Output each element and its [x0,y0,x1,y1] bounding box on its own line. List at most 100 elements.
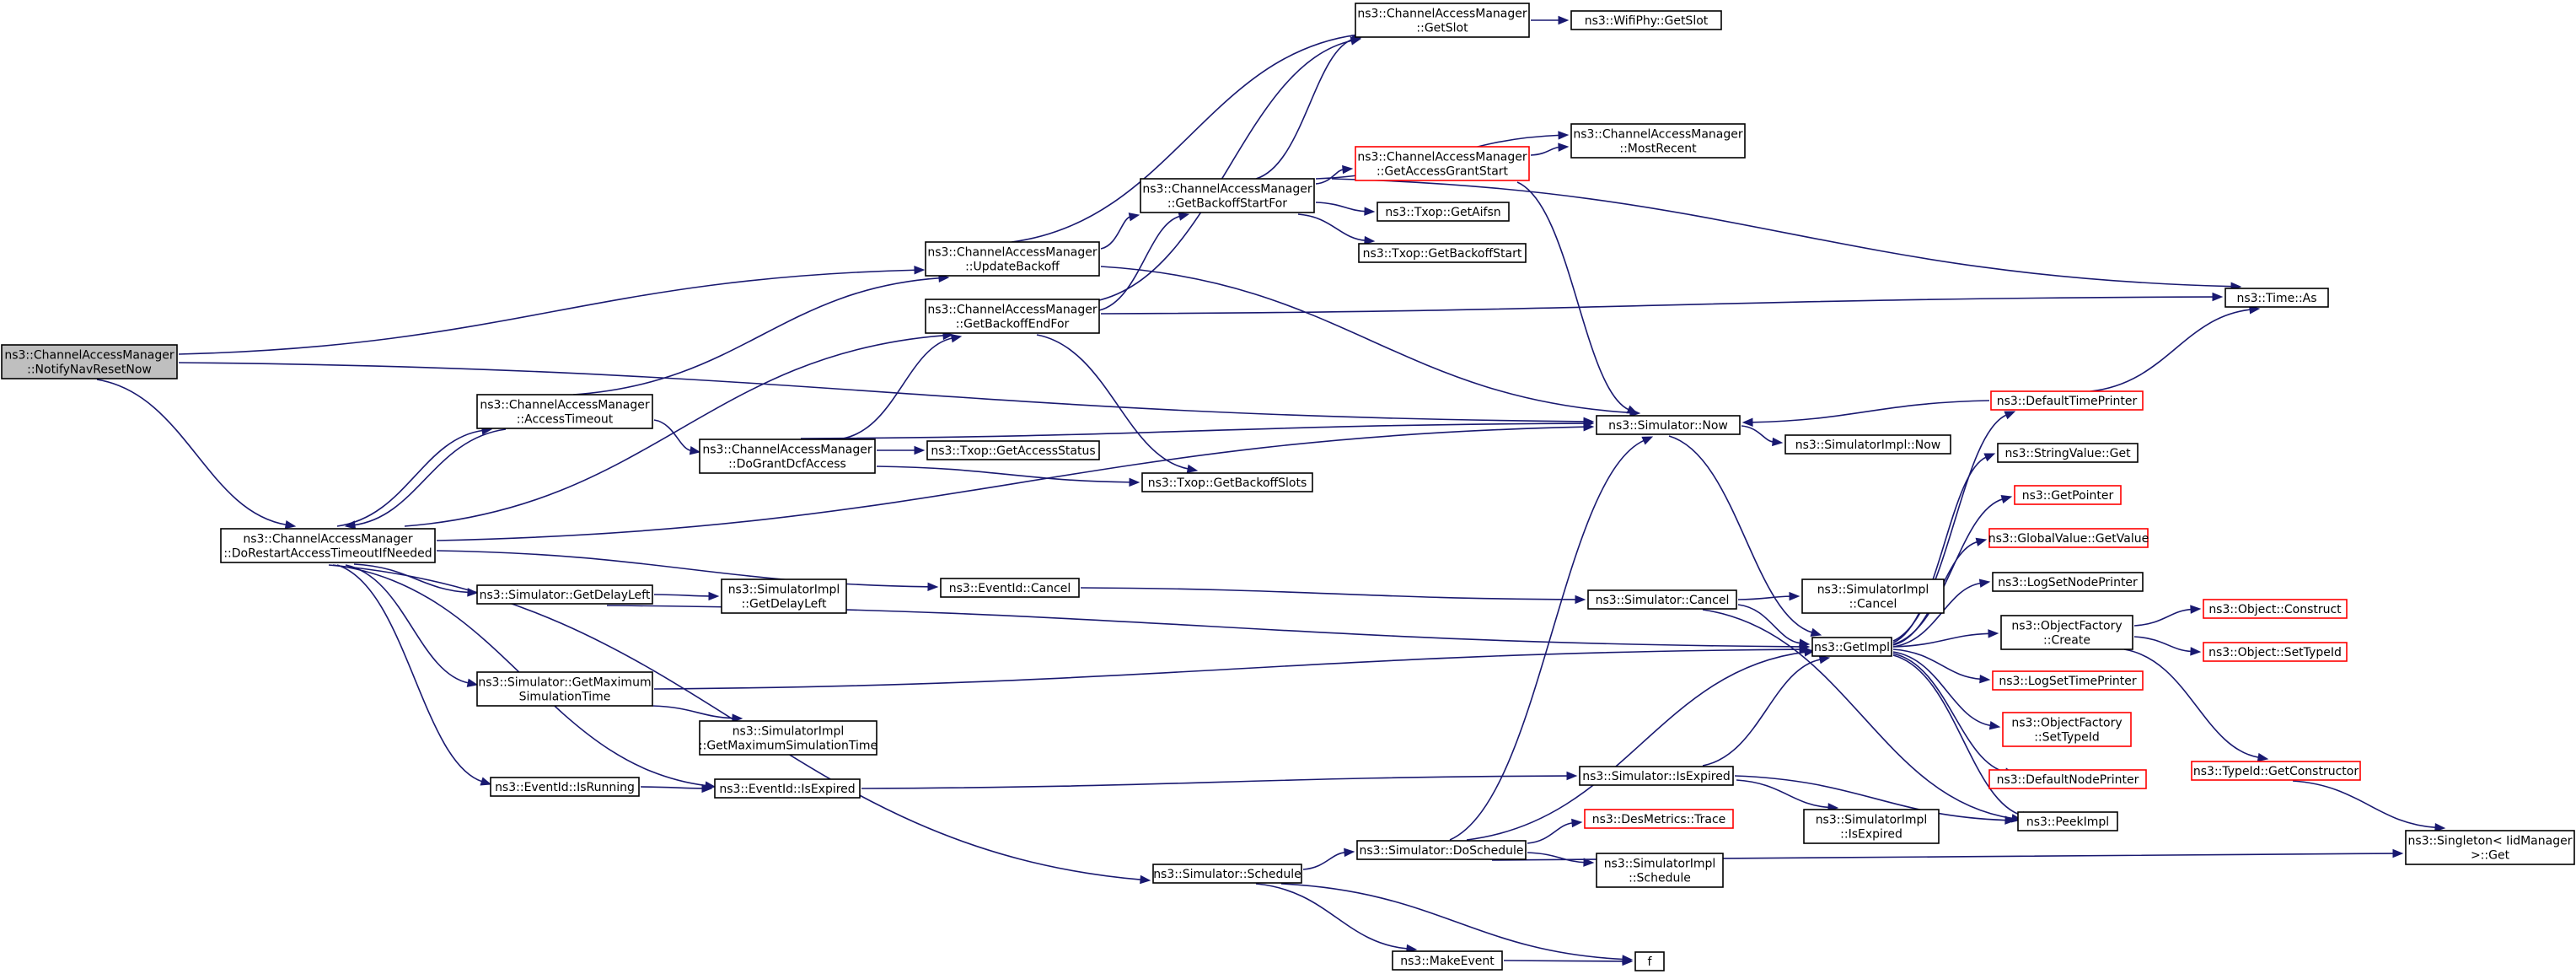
edge-isrunning-to-isexpired [640,783,713,794]
node-label: ns3::Simulator::Cancel [1596,594,1730,607]
node-logtime[interactable]: ns3::LogSetTimePrinter [1992,670,2144,691]
edge-ofcreate-to-typeidctor [2123,648,2269,762]
edge-typeidctor-to-singleton [2292,780,2446,832]
node-peekimpl[interactable]: ns3::PeekImpl [2017,811,2118,831]
node-doschedule[interactable]: ns3::Simulator::DoSchedule [1356,840,1527,860]
node-label: ns3::LogSetNodePrinter [1998,576,2138,589]
node-isexpired[interactable]: ns3::EventId::IsExpired [714,778,861,799]
node-label: ns3::DefaultNodePrinter [1997,773,2139,787]
node-implmax[interactable]: ns3::SimulatorImpl::GetMaximumSimulation… [699,720,877,756]
node-simcancel[interactable]: ns3::Simulator::Cancel [1587,589,1737,610]
node-accessstatus[interactable]: ns3::Txop::GetAccessStatus [926,440,1100,460]
node-notify[interactable]: ns3::ChannelAccessManager::NotifyNavRese… [1,344,178,379]
node-label: ::GetBackoffStartFor [1167,197,1287,211]
node-label: ::MostRecent [1619,143,1697,156]
node-label: ns3::LogSetTimePrinter [1999,675,2137,688]
edge-getmax-to-implmax [652,705,743,723]
node-label: ns3::EventId::IsExpired [719,783,855,796]
node-label: ns3::SimulatorImpl [1817,584,1929,597]
node-label: ns3::DefaultTimePrinter [1997,395,2138,408]
node-updatebackoff[interactable]: ns3::ChannelAccessManager::UpdateBackoff [925,241,1100,277]
node-label: ns3::ChannelAccessManager [927,304,1097,317]
node-getdelay[interactable]: ns3::Simulator::GetDelayLeft [476,584,653,605]
node-singleton[interactable]: ns3::Singleton< IidManager>::Get [2405,830,2575,865]
node-globalget[interactable]: ns3::GlobalValue::GetValue [1988,528,2149,548]
node-impldelay[interactable]: ns3::SimulatorImpl::GetDelayLeft [721,578,847,614]
node-implnow[interactable]: ns3::SimulatorImpl::Now [1784,434,1951,455]
node-getslot[interactable]: ns3::ChannelAccessManager::GetSlot [1355,3,1530,38]
node-wifiphyslot[interactable]: ns3::WifiPhy::GetSlot [1570,10,1722,30]
node-backoffend[interactable]: ns3::ChannelAccessManager::GetBackoffEnd… [925,299,1100,334]
node-box [2014,485,2122,505]
edge-backoffstart-to-grantstart [1315,164,1354,185]
node-objsettype[interactable]: ns3::Object::SetTypeId [2203,642,2348,662]
node-lognode[interactable]: ns3::LogSetNodePrinter [1992,572,2144,592]
node-getmax[interactable]: ns3::Simulator::GetMaximumSimulationTime [476,671,653,707]
node-simnow[interactable]: ns3::Simulator::Now [1596,415,1741,435]
node-backoffstart[interactable]: ns3::ChannelAccessManager::GetBackoffSta… [1140,178,1315,213]
node-box [1990,390,2144,411]
node-box [1988,528,2149,548]
node-box [2405,830,2575,865]
node-txbackoffstart[interactable]: ns3::Txop::GetBackoffStart [1358,243,1527,263]
node-label: ns3::StringValue::Get [2004,447,2131,460]
node-label: ::DoGrantDcfAccess [728,458,846,471]
edge-accesstimeout-to-dogrant [653,419,701,455]
node-implexpired[interactable]: ns3::SimulatorImpl::IsExpired [1803,809,1940,844]
node-label: ns3::GetPointer [2022,489,2114,503]
node-simexpired[interactable]: ns3::Simulator::IsExpired [1579,766,1734,786]
node-implschedule[interactable]: ns3::SimulatorImpl::Schedule [1596,853,1724,888]
node-label: ::GetSlot [1416,22,1468,35]
node-objconstruct[interactable]: ns3::Object::Construct [2203,599,2348,619]
node-box [2203,599,2348,619]
node-getpointer[interactable]: ns3::GetPointer [2014,485,2122,505]
node-label: ns3::SimulatorImpl [733,725,845,739]
node-defaultnode[interactable]: ns3::DefaultNodePrinter [1988,769,2147,789]
node-aifsn[interactable]: ns3::Txop::GetAifsn [1377,202,1510,222]
node-eventcancel[interactable]: ns3::EventId::Cancel [940,578,1080,598]
node-restart[interactable]: ns3::ChannelAccessManager::DoRestartAcce… [220,528,436,563]
edge-getdelay-to-impldelay [653,591,720,601]
node-implcancel[interactable]: ns3::SimulatorImpl::Cancel [1801,578,1945,614]
node-f[interactable]: f [1634,951,1665,971]
node-box [1,344,178,379]
node-label: ns3::EventId::Cancel [949,582,1071,595]
edge-doschedule-to-simnow [1449,436,1654,841]
node-schedule[interactable]: ns3::Simulator::Schedule [1152,864,1302,884]
node-label: ns3::SimulatorImpl::Now [1795,439,1941,452]
node-ofcreate[interactable]: ns3::ObjectFactory::Create [2000,615,2133,650]
node-label: ns3::EventId::IsRunning [495,781,635,794]
node-timeas[interactable]: ns3::Time::As [2224,288,2329,308]
edge-restart-to-isrunning [336,564,492,786]
edge-backoffstart-to-txbackoffstart [1297,213,1376,245]
node-box [1355,146,1530,181]
node-isrunning[interactable]: ns3::EventId::IsRunning [490,777,640,797]
node-label: ns3::ObjectFactory [2011,620,2122,633]
node-accesstimeout[interactable]: ns3::ChannelAccessManager::AccessTimeout [476,394,653,429]
edge-notify-to-updatebackoff [178,266,926,355]
node-label: ns3::ChannelAccessManager [243,533,413,546]
node-grantstart[interactable]: ns3::ChannelAccessManager::GetAccessGran… [1355,146,1530,181]
node-typeidctor[interactable]: ns3::TypeId::GetConstructor [2191,761,2361,781]
node-box [699,439,876,474]
node-dogrant[interactable]: ns3::ChannelAccessManager::DoGrantDcfAcc… [699,439,876,474]
node-makeevent[interactable]: ns3::MakeEvent [1392,950,1503,971]
node-stringget[interactable]: ns3::StringValue::Get [1997,443,2139,463]
node-ofsettype[interactable]: ns3::ObjectFactory::SetTypeId [2002,712,2132,747]
node-label: ns3::ChannelAccessManager [1573,128,1743,142]
edge-dogrant-to-backoffslots [876,465,1140,487]
node-label: ::UpdateBackoff [965,261,1060,274]
node-box [1570,10,1722,30]
node-backoffslots[interactable]: ns3::Txop::GetBackoffSlots [1141,472,1313,492]
node-getimpl[interactable]: ns3::GetImpl [1811,637,1892,657]
node-defaulttime[interactable]: ns3::DefaultTimePrinter [1990,390,2144,411]
edge-ofcreate-to-objconstruct [2133,605,2202,627]
node-label: ns3::PeekImpl [2026,815,2109,829]
node-label: ns3::ObjectFactory [2011,717,2122,730]
node-mostrecent[interactable]: ns3::ChannelAccessManager::MostRecent [1570,123,1746,159]
node-desmetrics[interactable]: ns3::DesMetrics::Trace [1584,809,1734,829]
edge-doschedule-to-desmetrics [1527,818,1583,844]
node-label: ns3::MakeEvent [1400,955,1495,968]
edge-notify-to-restart [96,379,297,530]
edge-getimpl-to-ofsettype [1892,651,2001,730]
